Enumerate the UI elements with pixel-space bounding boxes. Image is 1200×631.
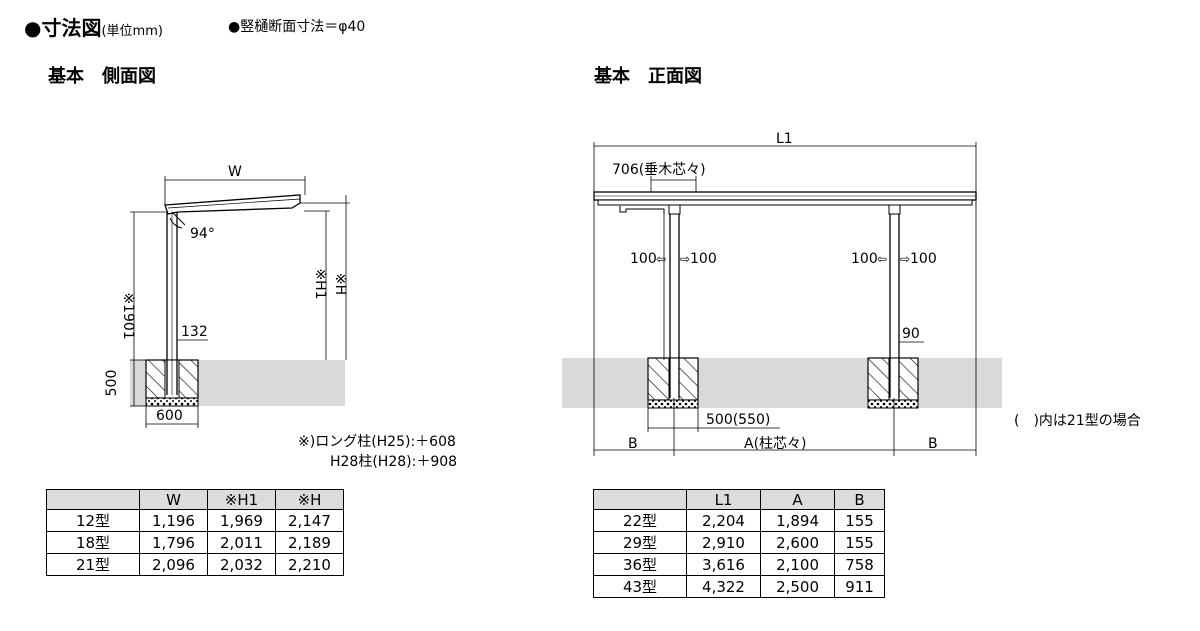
table-cell: 43型 xyxy=(593,575,687,598)
page-title: ●寸法図(単位mm) xyxy=(24,12,163,41)
table-cell: 2,032 xyxy=(207,553,276,576)
table-cell: 2,189 xyxy=(275,531,344,554)
h1901-label: ※1901 xyxy=(120,292,136,339)
table-cell: 2,100 xyxy=(760,553,836,576)
d100-b-label: 100 xyxy=(690,251,717,267)
table-cell: 1,196 xyxy=(139,509,208,532)
table-header-cell: A xyxy=(760,489,836,510)
front-foundation-right xyxy=(867,357,919,409)
side-view-title: 基本 側面図 xyxy=(48,66,156,87)
front-spec-table: L1 A B 22型 2,204 1,894 155 29型 2,910 2,6… xyxy=(593,489,885,598)
table-cell: 36型 xyxy=(593,553,687,576)
w-dimension xyxy=(164,176,306,205)
table-row: 22型 2,204 1,894 155 xyxy=(593,509,885,532)
table-cell: 3,616 xyxy=(685,553,762,576)
table-header-cell xyxy=(593,489,687,510)
front-ground xyxy=(562,358,1002,408)
table-row: 29型 2,910 2,600 155 xyxy=(593,531,885,554)
d100-d-label: 100 xyxy=(910,251,937,267)
table-row: 21型 2,096 2,032 2,210 xyxy=(46,553,344,576)
table-row: 12型 1,196 1,969 2,147 xyxy=(46,509,344,532)
l1-dimension xyxy=(593,142,977,192)
h28-post-note: H28柱(H28):＋908 xyxy=(330,454,458,470)
table-cell: 155 xyxy=(834,509,885,532)
h1901-dimension xyxy=(130,211,166,407)
table-cell: 21型 xyxy=(46,553,140,576)
table-header-cell xyxy=(46,489,140,510)
dimension-title: ●寸法図 xyxy=(24,16,102,40)
table-cell: 22型 xyxy=(593,509,687,532)
d132-label: 132 xyxy=(181,324,208,340)
table-header-cell: ※H1 xyxy=(207,489,276,510)
table-row: 36型 3,616 2,100 758 xyxy=(593,553,885,576)
h-label: ※H xyxy=(332,273,348,295)
side-spec-table: W ※H1 ※H 12型 1,196 1,969 2,147 18型 1,796… xyxy=(46,489,344,576)
d500-side-label: 500 xyxy=(104,370,120,397)
unit-label: (単位mm) xyxy=(101,24,163,39)
d600-dimension xyxy=(145,406,199,428)
table-row: 43型 4,322 2,500 911 xyxy=(593,575,885,598)
a-label: A(柱芯々) xyxy=(744,436,807,452)
table-row: 18型 1,796 2,011 2,189 xyxy=(46,531,344,554)
d100-a-label: 100 xyxy=(630,251,657,267)
side-roof xyxy=(164,194,301,229)
front-roof xyxy=(593,191,977,214)
table-header-cell: B xyxy=(834,489,885,510)
angle-label: 94° xyxy=(190,226,215,242)
b-left-label: B xyxy=(628,436,638,452)
w-label: W xyxy=(228,164,242,180)
arrow-right-icon: ⇨ xyxy=(900,252,910,266)
front-view-title: 基本 正面図 xyxy=(594,66,702,87)
d90-label: 90 xyxy=(902,326,920,342)
gutter-note: ●竪樋断面寸法＝φ40 xyxy=(228,19,366,35)
l1-label: L1 xyxy=(776,131,793,147)
arrow-right-icon: ⇨ xyxy=(680,252,690,266)
type21-note: ( )内は21型の場合 xyxy=(1014,413,1141,429)
front-posts xyxy=(663,199,901,398)
d132-dimension xyxy=(166,338,208,344)
bottom-dimensions xyxy=(593,200,977,456)
table-cell: 2,500 xyxy=(760,575,836,598)
table-cell: 1,796 xyxy=(139,531,208,554)
d706-dimension xyxy=(650,176,697,192)
table-header-cell: L1 xyxy=(685,489,762,510)
table-cell: 2,096 xyxy=(139,553,208,576)
table-cell: 12型 xyxy=(46,509,140,532)
table-header-row: L1 A B xyxy=(593,489,885,510)
d600-label: 600 xyxy=(156,408,183,424)
table-header-cell: W xyxy=(139,489,208,510)
table-cell: 4,322 xyxy=(685,575,762,598)
table-cell: 155 xyxy=(834,531,885,554)
table-header-row: W ※H1 ※H xyxy=(46,489,344,510)
table-cell: 1,894 xyxy=(760,509,836,532)
table-cell: 2,210 xyxy=(275,553,344,576)
side-post xyxy=(166,210,178,395)
long-post-note: ※)ロング柱(H25):＋608 xyxy=(298,434,456,450)
front-foundation-left xyxy=(647,357,699,409)
table-cell: 18型 xyxy=(46,531,140,554)
table-cell: 29型 xyxy=(593,531,687,554)
table-cell: 2,204 xyxy=(685,509,762,532)
table-cell: 758 xyxy=(834,553,885,576)
table-cell: 911 xyxy=(834,575,885,598)
d706-label: 706(垂木芯々) xyxy=(612,162,706,178)
arrow-left-icon: ⇦ xyxy=(877,252,887,266)
table-cell: 2,011 xyxy=(207,531,276,554)
b-right-label: B xyxy=(928,436,938,452)
d500-front-label: 500(550) xyxy=(706,412,770,428)
table-cell: 2,600 xyxy=(760,531,836,554)
table-cell: 1,969 xyxy=(207,509,276,532)
h1-label: ※H1 xyxy=(312,268,328,299)
arrow-left-icon: ⇦ xyxy=(656,252,666,266)
h-dimension xyxy=(300,195,350,360)
table-cell: 2,147 xyxy=(275,509,344,532)
d100-c-label: 100 xyxy=(851,251,878,267)
table-header-cell: ※H xyxy=(275,489,344,510)
table-cell: 2,910 xyxy=(685,531,762,554)
